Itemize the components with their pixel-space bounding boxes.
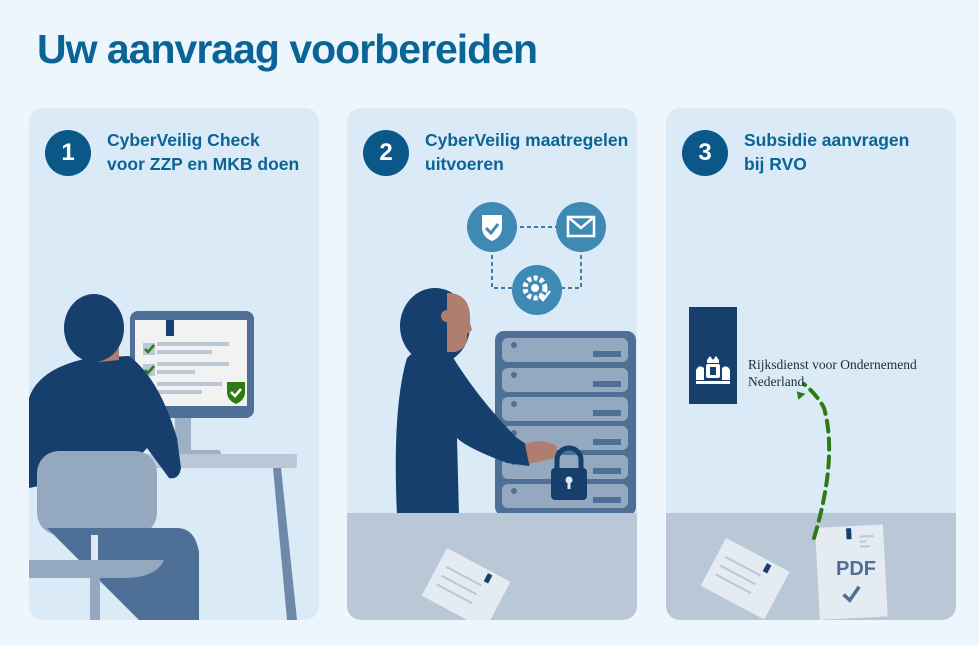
pdf-document-icon [815,524,888,620]
rvo-logo-line: Nederland [748,374,805,389]
subsidy-application-illustration [666,307,956,620]
envelope-icon [556,202,606,252]
step-title: CyberVeilig Check voor ZZP en MKB doen [107,128,299,176]
page-title: Uw aanvraag voorbereiden [37,26,538,72]
step-panel-1: 1 CyberVeilig Check voor ZZP en MKB doen [29,108,319,620]
padlock-icon [551,445,587,500]
step-panel-2: 2 CyberVeilig maatregelen uitvoeren [347,108,637,620]
rvo-logo-text: Rijksdienst voor Ondernemend Nederland [748,356,917,390]
shield-check-icon [227,382,245,404]
step-title: Subsidie aanvragen bij RVO [744,128,909,176]
server-security-illustration [347,202,637,620]
dashed-arrow-icon [802,382,832,540]
step-title-line: uitvoeren [425,154,504,174]
gear-check-icon [512,265,562,315]
step-title-line: Subsidie aanvragen [744,130,910,150]
rvo-logo-line: Rijksdienst voor Ondernemend [748,357,917,372]
step-title-line: voor ZZP en MKB doen [107,154,300,174]
step-title-line: CyberVeilig maatregelen [425,130,629,150]
step-title-line: bij RVO [744,154,807,174]
step-panel-3: 3 Subsidie aanvragen bij RVO [666,108,956,620]
step-title-line: CyberVeilig Check [107,130,260,150]
step-title: CyberVeilig maatregelen uitvoeren [425,128,628,176]
step-number-badge: 3 [682,130,728,176]
document-icon [421,548,511,620]
pdf-label: PDF [836,558,876,580]
step-number-badge: 1 [45,130,91,176]
step-number-badge: 2 [363,130,409,176]
shield-check-icon [467,202,517,252]
document-icon [700,538,790,620]
person-at-computer-illustration [29,294,297,620]
rvo-logo-icon [689,307,737,404]
